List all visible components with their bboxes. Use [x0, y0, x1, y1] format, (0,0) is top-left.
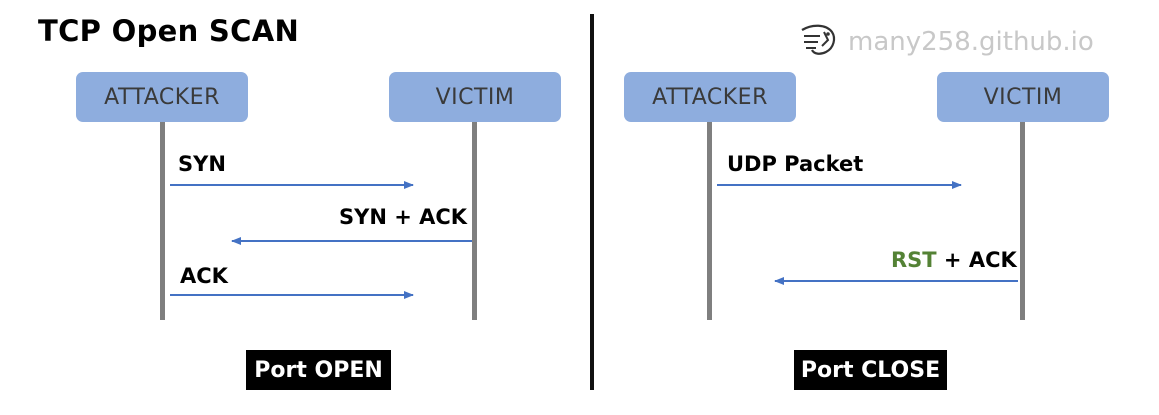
right-msg-rstack: RST + ACK — [891, 248, 1017, 272]
left-msg-ack: ACK — [180, 264, 228, 288]
rst-ack-label: + ACK — [936, 248, 1017, 272]
right-victim-box: VICTIM — [937, 72, 1109, 122]
right-attacker-lifeline — [707, 122, 712, 320]
left-victim-lifeline — [472, 122, 477, 320]
left-msg-syn: SYN — [178, 152, 226, 176]
port-close-label: Port CLOSE — [794, 350, 947, 390]
port-open-label: Port OPEN — [246, 350, 391, 390]
left-attacker-lifeline — [160, 122, 165, 320]
right-attacker-box: ATTACKER — [624, 72, 796, 122]
right-victim-lifeline — [1020, 122, 1025, 320]
shrimp-logo-icon — [798, 20, 838, 64]
right-msg-udp: UDP Packet — [727, 152, 864, 176]
rst-label: RST — [891, 248, 937, 272]
left-msg-synack: SYN + ACK — [339, 205, 468, 229]
diagram-title: TCP Open SCAN — [38, 14, 300, 48]
section-divider — [590, 14, 594, 390]
watermark: many258.github.io — [798, 22, 1094, 62]
left-attacker-box: ATTACKER — [76, 72, 248, 122]
left-victim-box: VICTIM — [389, 72, 561, 122]
watermark-text: many258.github.io — [848, 27, 1094, 57]
